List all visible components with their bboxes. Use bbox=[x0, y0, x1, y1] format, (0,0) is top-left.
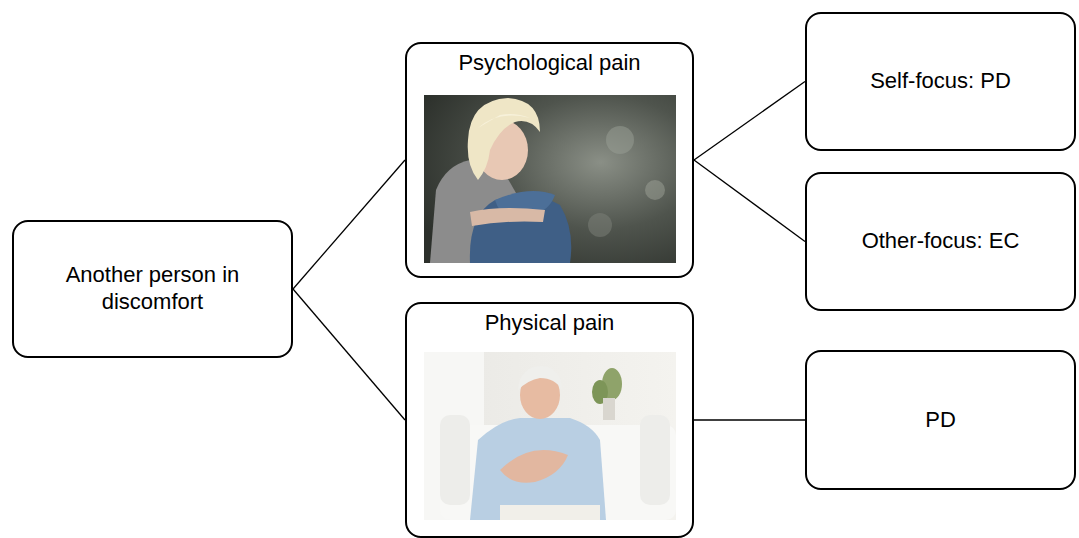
node-label: Another person in discomfort bbox=[38, 262, 268, 316]
node-label: Physical pain bbox=[481, 310, 619, 337]
connector-line bbox=[293, 289, 405, 420]
node-label: PD bbox=[925, 407, 956, 434]
outcome-box: Other-focus: EC bbox=[805, 172, 1076, 311]
outcome-box: PD bbox=[805, 350, 1076, 490]
outcome-box: Self-focus: PD bbox=[805, 12, 1076, 151]
node-label: Other-focus: EC bbox=[862, 228, 1020, 255]
situation-box: Another person in discomfort bbox=[12, 220, 293, 358]
node-label: Psychological pain bbox=[454, 50, 644, 77]
man-in-pain-photo bbox=[424, 352, 676, 520]
connector-line bbox=[694, 160, 805, 242]
image-box: Psychological pain bbox=[405, 42, 694, 278]
connector-line bbox=[694, 82, 805, 161]
connector-line bbox=[694, 420, 805, 421]
sad-woman-photo bbox=[424, 95, 676, 263]
node-label: Self-focus: PD bbox=[870, 68, 1011, 95]
connector-line bbox=[293, 160, 405, 289]
image-box: Physical pain bbox=[405, 302, 694, 538]
